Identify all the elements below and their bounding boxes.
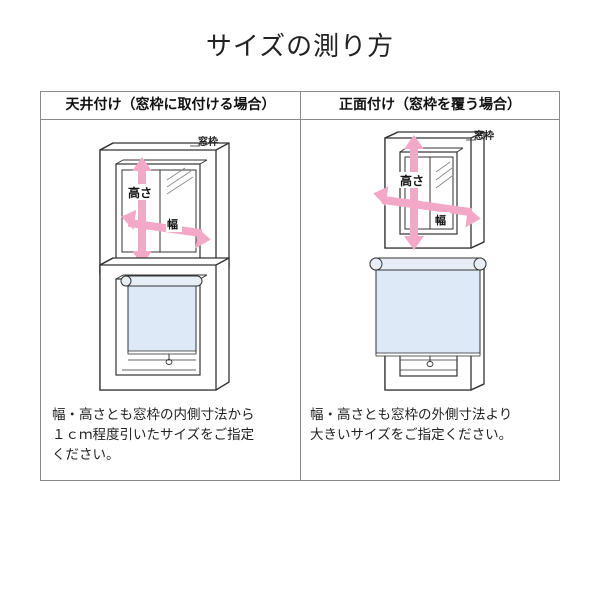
width-arrow (373, 186, 481, 228)
svg-text:窓枠: 窓枠 (198, 135, 218, 148)
ceiling-mount-header: 天井付け（窓枠に取付ける場合） (65, 97, 276, 113)
width-arrow (121, 209, 211, 249)
front-mount-header: 正面付け（窓枠を覆う場合） (339, 97, 521, 113)
window-with-blind-inside (99, 257, 230, 391)
window-with-blind-front (369, 257, 487, 391)
height-arrow (404, 135, 424, 250)
width-label: 幅 (167, 217, 178, 231)
height-label: 高さ (128, 185, 152, 200)
window-frame-top (99, 142, 230, 275)
ceiling-mount-illustration: 窓枠 高さ 幅 (99, 135, 230, 391)
svg-text:窓枠: 窓枠 (474, 129, 494, 142)
frame-label: 窓枠 (466, 129, 494, 142)
frame-label: 窓枠 (190, 135, 218, 148)
window-frame-top (384, 131, 485, 249)
ceiling-mount-description: 幅・高さとも窓枠の内側寸法から １ｃｍ程度引いたサイズをご指定 ください。 (52, 407, 255, 463)
width-label: 幅 (435, 213, 446, 227)
front-mount-illustration: 窓枠 高さ 幅 (369, 129, 494, 391)
page-title: サイズの測り方 (205, 32, 395, 62)
front-mount-description: 幅・高さとも窓枠の外側寸法より 大きいサイズをご指定ください。 (310, 407, 513, 443)
column-divider (300, 91, 301, 481)
height-label: 高さ (400, 173, 424, 188)
